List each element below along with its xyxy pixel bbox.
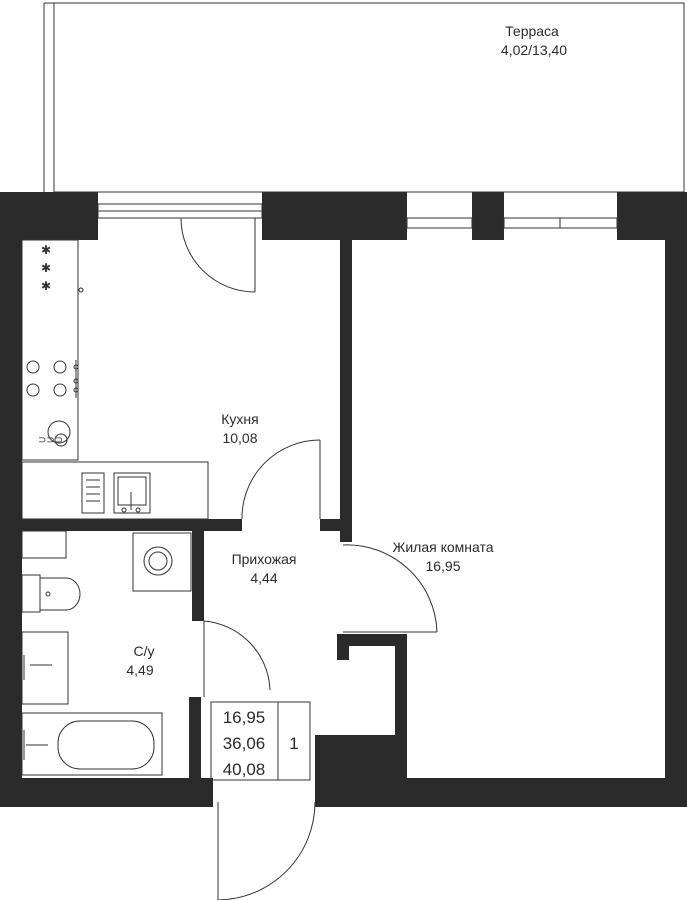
- bathroom-name: С/у: [134, 643, 155, 659]
- total-area-value: 36,06: [223, 734, 266, 753]
- toilet-icon: [21, 574, 81, 613]
- boiler-icon: ⊃⊃⊃: [38, 420, 71, 447]
- living-room-area: 16,95: [425, 558, 460, 574]
- kitchen-area: 10,08: [222, 430, 257, 446]
- washbasin-icon: [21, 631, 69, 705]
- terrace-area: 4,02/13,40: [501, 42, 567, 58]
- bathtub-icon: [21, 712, 163, 776]
- svg-text:✱: ✱: [41, 279, 51, 293]
- area-summary-values: 16,95 36,06 40,08 1: [223, 708, 299, 779]
- hall-name: Прихожая: [232, 551, 297, 567]
- terrace-name: Терраса: [505, 23, 559, 39]
- svg-text:✱: ✱: [41, 261, 51, 275]
- total-with-terrace-value: 40,08: [223, 760, 266, 779]
- room-labels: Терраса 4,02/13,40 Кухня 10,08 Прихожая …: [126, 23, 567, 678]
- kitchen-counter: ✱ ✱ ✱ ⊃⊃⊃: [21, 239, 209, 520]
- living-room-name: Жилая комната: [392, 539, 493, 555]
- living-area-value: 16,95: [223, 708, 266, 727]
- windows: [97, 203, 618, 229]
- stove-icon: [26, 360, 79, 398]
- sink-icon: [113, 472, 151, 514]
- bathroom-area: 4,49: [126, 662, 153, 678]
- svg-text:⊃⊃⊃: ⊃⊃⊃: [38, 435, 63, 446]
- washing-machine-icon: [132, 532, 192, 592]
- kitchen-name: Кухня: [221, 411, 258, 427]
- doors: [180, 217, 438, 900]
- bathroom-fixtures: [21, 530, 192, 776]
- hob-icon: ✱ ✱ ✱: [41, 243, 84, 293]
- terrace: [43, 2, 685, 193]
- area-summary: [210, 701, 311, 781]
- walls: [0, 192, 687, 807]
- svg-text:✱: ✱: [41, 243, 51, 257]
- room-count-value: 1: [289, 734, 298, 753]
- hall-area: 4,44: [250, 570, 277, 586]
- dishwasher-icon: [81, 472, 105, 514]
